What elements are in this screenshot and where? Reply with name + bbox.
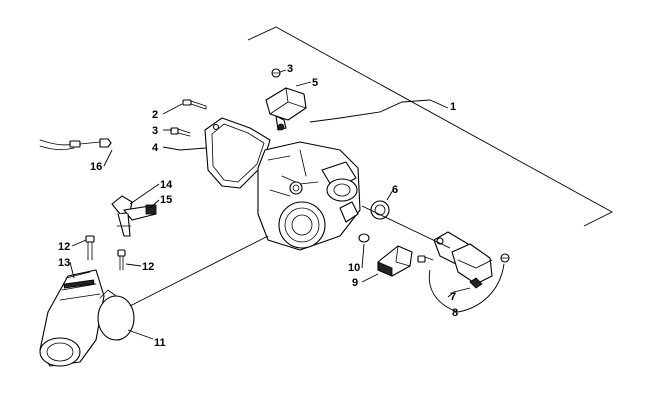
callout-12-upper: 12 (58, 241, 70, 253)
callout-3-top: 3 (287, 63, 293, 75)
screw-part-3-top (271, 68, 281, 78)
small-o-ring-part-10 (358, 233, 370, 243)
callout-6: 6 (392, 184, 398, 196)
callout-5: 5 (312, 77, 318, 89)
sensor-part-14-15 (111, 195, 157, 237)
callout-11: 11 (154, 337, 166, 349)
callout-4: 4 (152, 142, 159, 154)
callout-2: 2 (152, 109, 158, 121)
callout-9: 9 (352, 277, 358, 289)
screw-part-2 (182, 99, 207, 110)
sensor-part-5 (265, 87, 307, 131)
callout-12-lower: 12 (142, 261, 154, 273)
throttle-body-housing (257, 141, 361, 251)
screw-near-idle-motor (417, 255, 434, 263)
callout-8: 8 (452, 307, 458, 319)
callout-13: 13 (58, 257, 70, 269)
screw-right-of-idle-motor (500, 253, 510, 263)
callout-1: 1 (450, 101, 456, 113)
screw-part-12-upper (85, 235, 95, 261)
assembly-bracket-1 (247, 26, 613, 227)
screw-part-3-left (170, 127, 191, 137)
intake-boot-part-13 (39, 269, 105, 367)
leader-lines (69, 69, 505, 340)
idle-motor-part-7 (433, 231, 493, 289)
callout-3-left: 3 (152, 125, 158, 137)
connector-part-9 (377, 245, 413, 277)
callout-14: 14 (160, 179, 173, 191)
callout-16: 16 (90, 161, 102, 173)
callout-10: 10 (348, 262, 360, 274)
clamp-part-11 (97, 289, 135, 341)
callout-15: 15 (160, 194, 172, 206)
callout-7: 7 (450, 291, 456, 303)
cable-part-16 (39, 138, 112, 151)
screw-part-12-lower (117, 249, 126, 271)
o-ring-part-6 (370, 200, 390, 220)
